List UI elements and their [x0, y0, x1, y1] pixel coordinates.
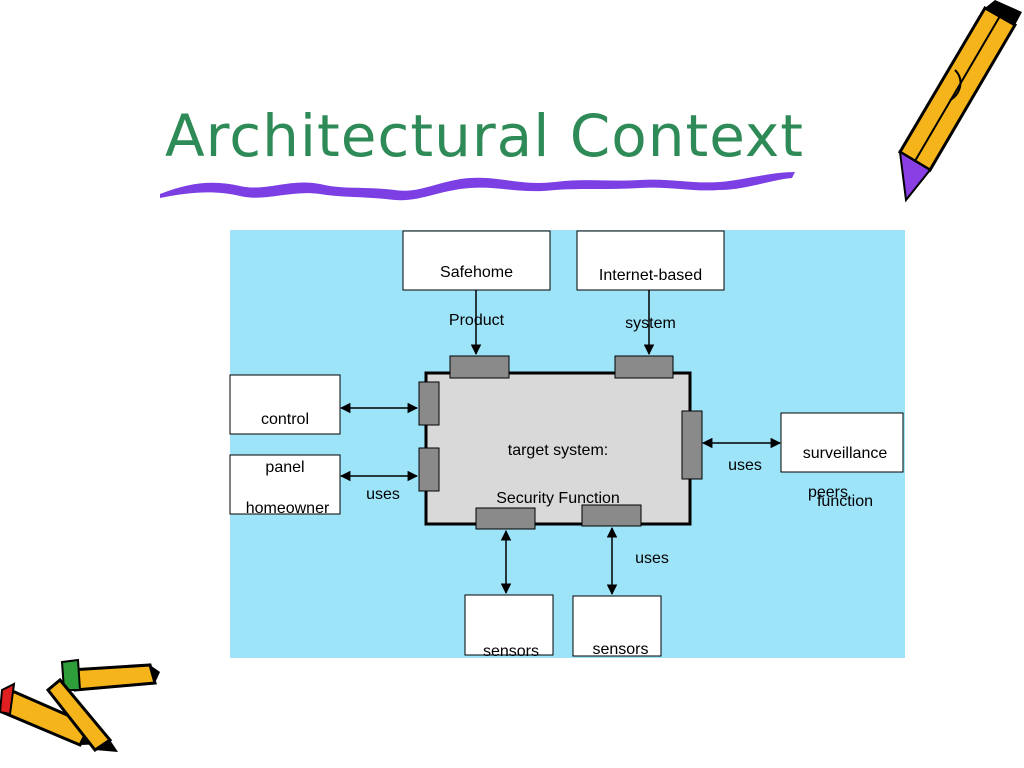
target-system-line1: target system:	[507, 442, 609, 459]
port-bottom-left	[475, 507, 536, 530]
sensors-left-box	[464, 594, 554, 656]
port-top-right	[614, 355, 674, 379]
safehome-box	[402, 230, 551, 291]
control-panel-box	[229, 374, 341, 435]
control-panel-label: control panel	[230, 384, 340, 480]
surveillance-line2: function	[816, 493, 874, 510]
internet-line1: Internet-based	[598, 267, 703, 284]
internet-box	[576, 230, 725, 291]
surveillance-label: surveillance function	[781, 418, 909, 514]
safehome-label: Safehome Product	[403, 237, 550, 333]
port-left-top	[418, 381, 440, 426]
title-underline	[160, 172, 795, 201]
homeowner-box	[229, 454, 341, 515]
homeowner-line1: homeowner	[245, 500, 330, 517]
control-panel-line2: panel	[265, 459, 305, 476]
port-bottom-right	[581, 504, 642, 527]
sensors-right-box	[572, 595, 662, 657]
port-top-left	[449, 355, 510, 379]
surveillance-box	[780, 412, 904, 473]
surveillance-line1: surveillance	[802, 445, 888, 462]
target-system-line2: Security Function	[496, 490, 620, 507]
sensors-left-line1: sensors	[482, 643, 540, 660]
peers-label: peers	[807, 484, 849, 501]
internet-line2: system	[625, 315, 676, 332]
target-system-label: target system: Security Function	[426, 415, 690, 511]
sensors-left-label: sensors	[465, 616, 557, 664]
safehome-line2: Product	[448, 312, 505, 329]
homeowner-label: homeowner	[230, 473, 345, 521]
pencils-icon-bottom-left	[0, 658, 160, 753]
internet-label: Internet-based system	[577, 240, 724, 336]
sensors-right-label: sensors	[573, 614, 668, 662]
slide-title: Architectural Context	[165, 102, 804, 170]
uses-label-bottom: uses	[635, 550, 669, 567]
uses-label-right: uses	[728, 457, 762, 474]
control-panel-line1: control	[260, 411, 310, 428]
pencil-icon-top-right	[897, 0, 1022, 203]
sensors-right-line1: sensors	[592, 641, 649, 658]
port-left-bottom	[418, 447, 440, 492]
safehome-line1: Safehome	[440, 264, 513, 281]
uses-label-left: uses	[366, 486, 400, 503]
